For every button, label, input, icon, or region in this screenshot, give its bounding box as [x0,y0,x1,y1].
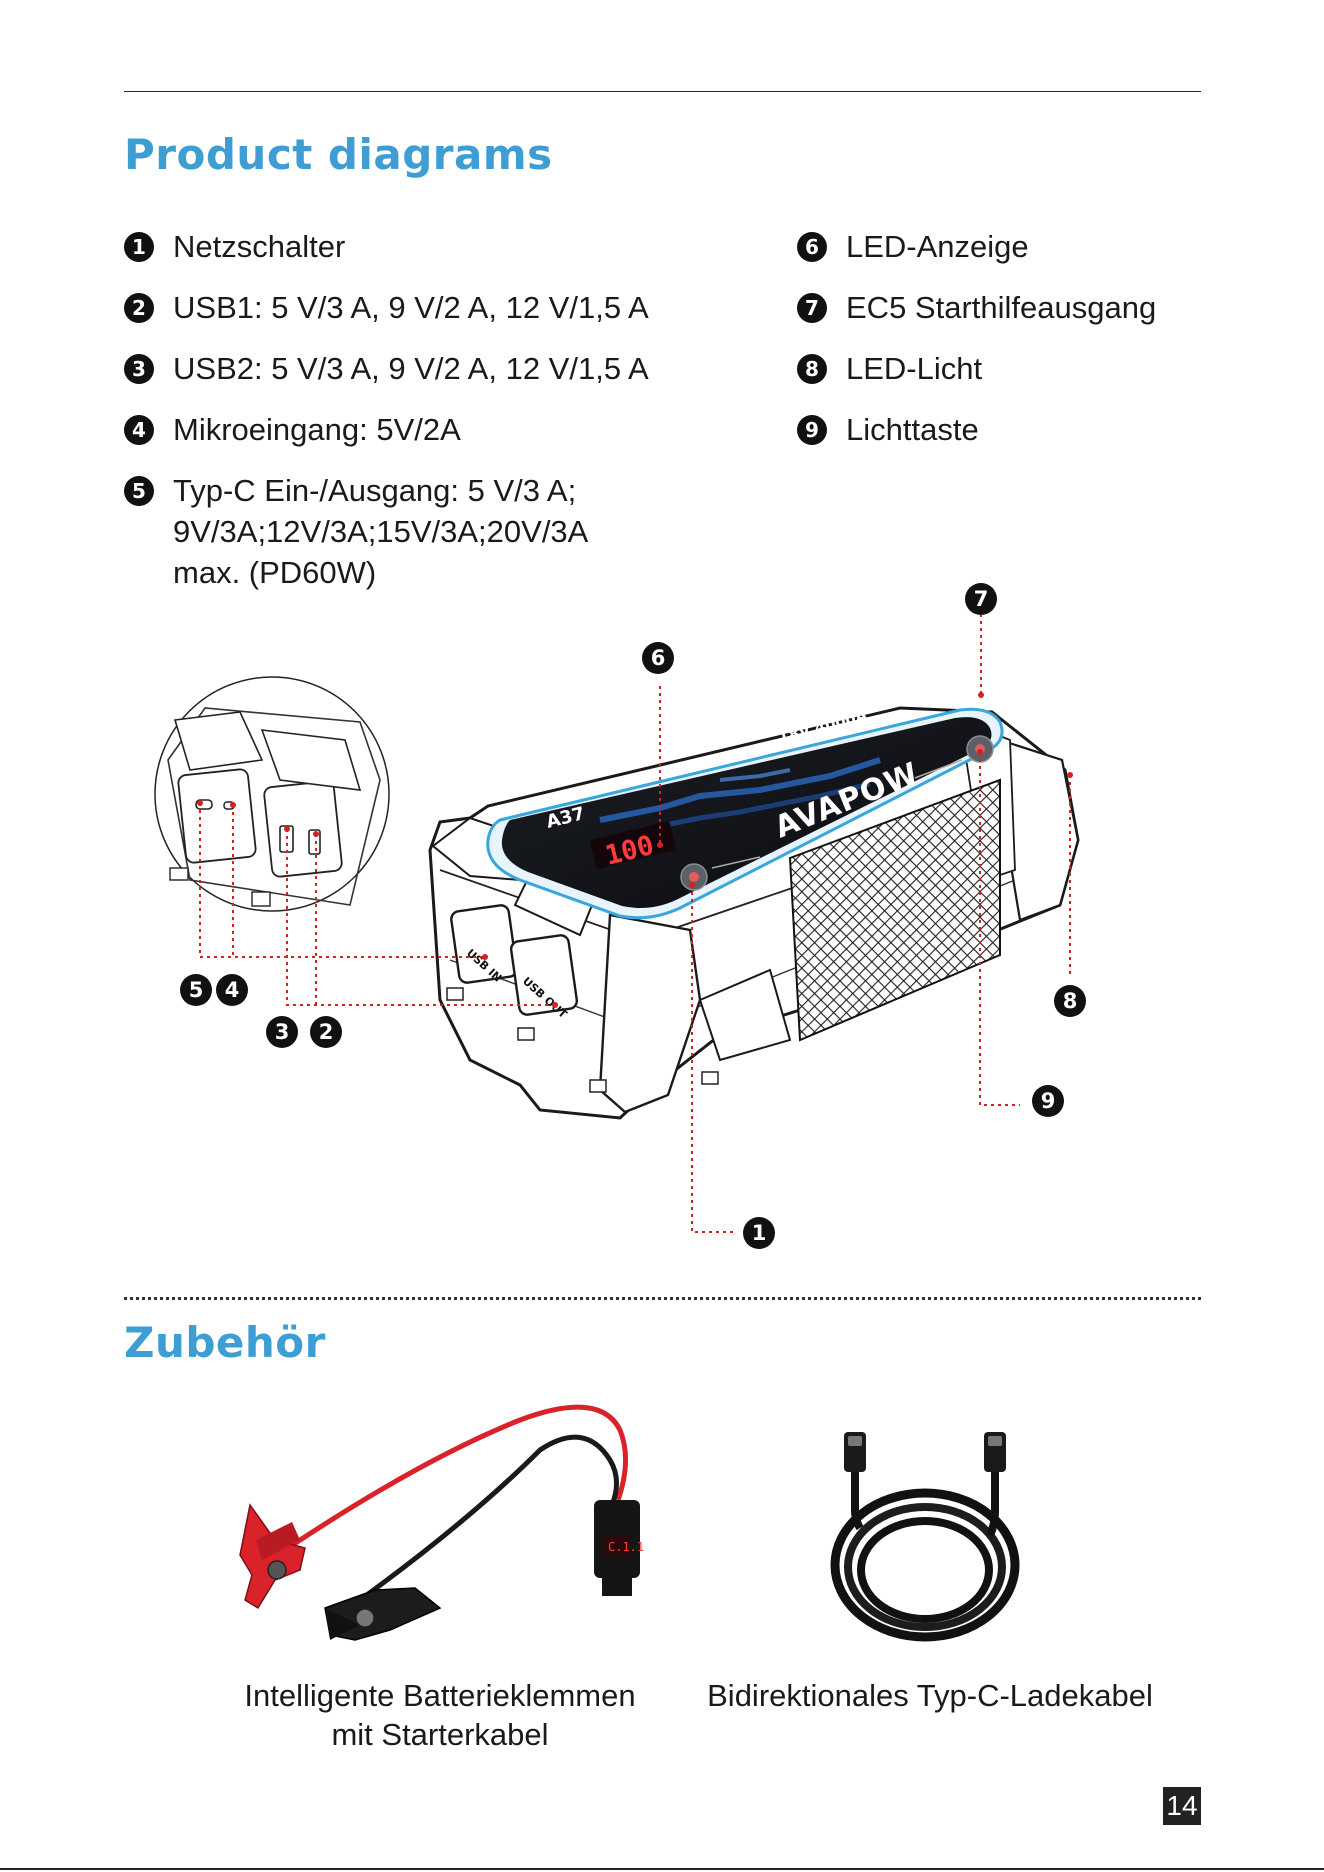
section-title-product-diagrams: Product diagrams [124,130,553,179]
legend-text: LED-Licht [846,349,982,389]
legend-item-7: 7 EC5 Starthilfeausgang [797,288,1217,328]
legend-number: 6 [797,232,827,262]
section-divider [124,1297,1201,1300]
callout-1: 1 [743,1217,775,1249]
caption-battery-clamps: Intelligente Batterieklemmen mit Starter… [200,1676,680,1754]
legend-item-8: 8 LED-Licht [797,349,1217,389]
legend-number: 9 [797,415,827,445]
product-diagram: A37 18V 4000A AVAPOW 100 USB IN USB OUT [140,580,1100,1240]
top-rule [124,91,1201,92]
callout-7: 7 [965,583,997,615]
legend-number: 1 [124,232,154,262]
callout-9: 9 [1032,1085,1064,1117]
legend-item-1: 1 Netzschalter [124,227,744,267]
caption-line-2: mit Starterkabel [200,1715,680,1754]
bottom-rule [0,1868,1324,1870]
legend-item-2: 2 USB1: 5 V/3 A, 9 V/2 A, 12 V/1,5 A [124,288,744,328]
legend-item-5: 5 Typ-C Ein-/Ausgang: 5 V/3 A; 9V/3A;12V… [124,471,744,596]
legend-number: 5 [124,476,154,506]
legend-number: 3 [124,354,154,384]
callout-5: 5 [180,974,212,1006]
legend-text-line-1: Typ-C Ein-/Ausgang: 5 V/3 A; [173,471,576,511]
callout-8: 8 [1054,985,1086,1017]
caption-line-1: Intelligente Batterieklemmen [200,1676,680,1715]
legend-number: 4 [124,415,154,445]
legend-item-4: 4 Mikroeingang: 5V/2A [124,410,744,450]
legend-text-line-2: 9V/3A;12V/3A;15V/3A;20V/3A [173,512,588,552]
legend-number: 8 [797,354,827,384]
legend-text: EC5 Starthilfeausgang [846,288,1156,328]
legend-item-6: 6 LED-Anzeige [797,227,1217,267]
legend-item-9: 9 Lichttaste [797,410,1217,450]
port-zoom-inset [155,677,389,911]
legend-item-3: 3 USB2: 5 V/3 A, 9 V/2 A, 12 V/1,5 A [124,349,744,389]
legend-text: USB1: 5 V/3 A, 9 V/2 A, 12 V/1,5 A [173,288,649,328]
clamp-display-readout: C.1.1 [608,1540,644,1554]
caption-typec-cable: Bidirektionales Typ-C-Ladekabel [680,1676,1180,1715]
legend-text: USB2: 5 V/3 A, 9 V/2 A, 12 V/1,5 A [173,349,649,389]
callout-2: 2 [310,1016,342,1048]
page-number: 14 [1163,1787,1201,1825]
section-title-zubehoer: Zubehör [124,1318,326,1367]
legend-text: LED-Anzeige [846,227,1029,267]
callout-4: 4 [216,974,248,1006]
callout-6: 6 [642,642,674,674]
legend-text: Lichttaste [846,410,979,450]
legend-text: Netzschalter [173,227,345,267]
legend-number: 2 [124,293,154,323]
typec-cable-image [820,1420,1040,1650]
legend-text: Mikroeingang: 5V/2A [173,410,461,450]
callout-3: 3 [266,1016,298,1048]
battery-clamps-image: C.1.1 [230,1395,660,1665]
legend-number: 7 [797,293,827,323]
